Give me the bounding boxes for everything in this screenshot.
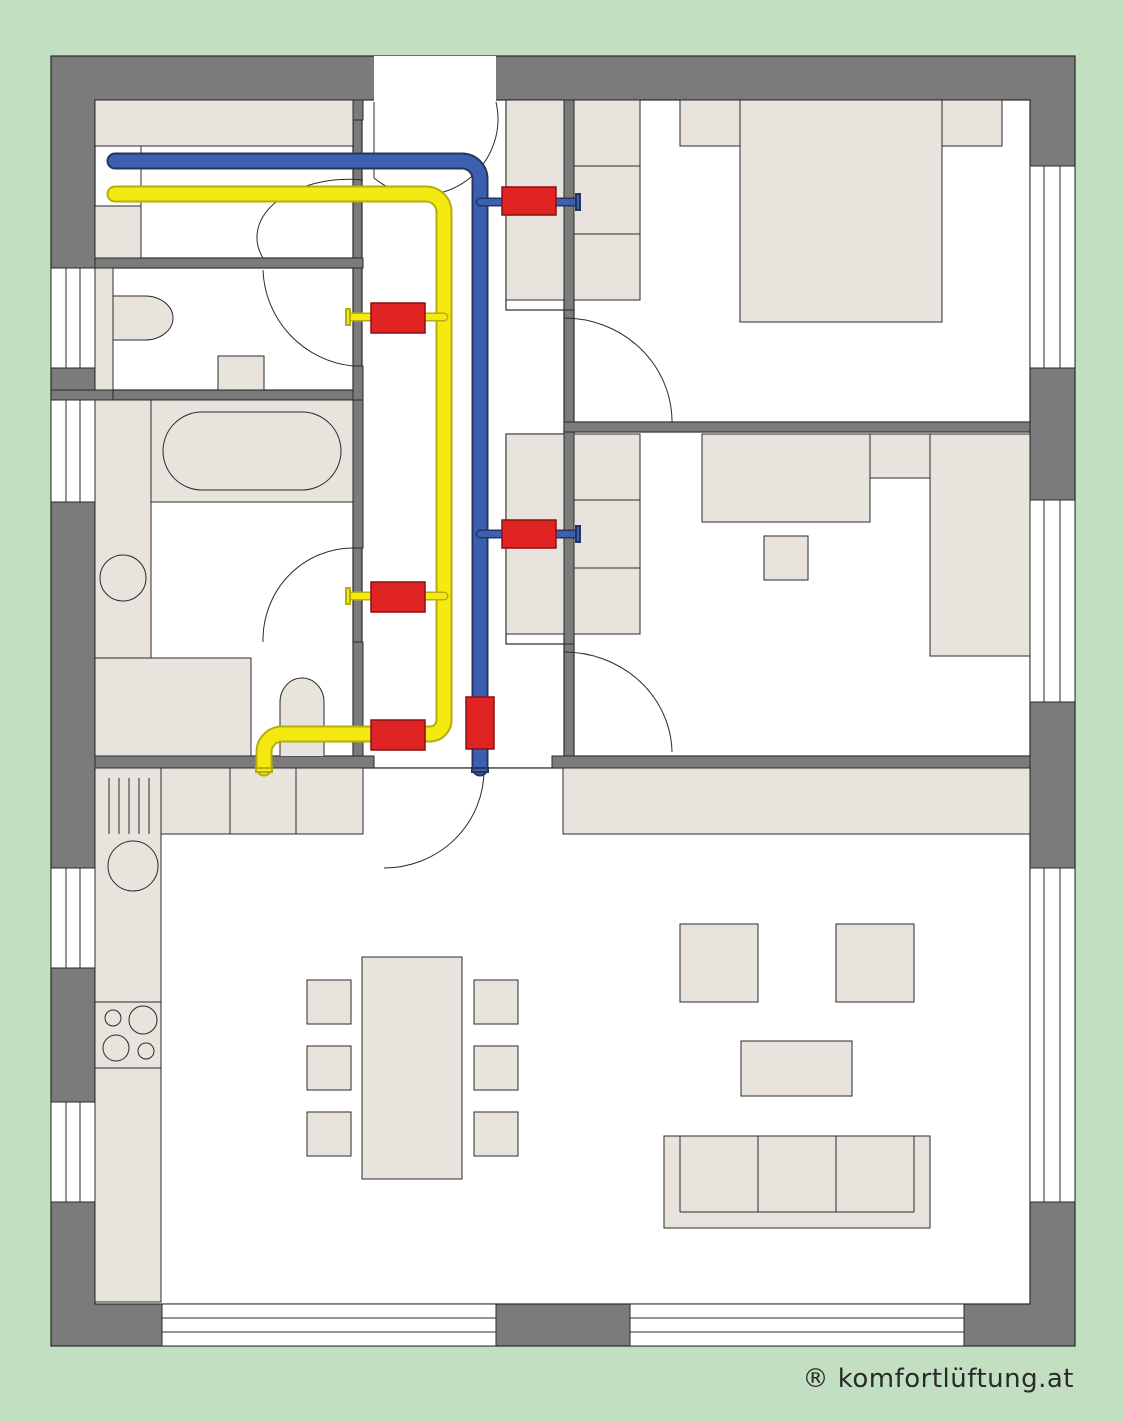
nightstand-left [679,99,741,147]
supply-terminal-living [471,767,489,773]
armchair-right [835,923,915,1003]
desk-shelf [869,433,931,479]
extract-terminal-kitchen [255,767,273,773]
supply-terminal-bed-1 [575,193,581,211]
furniture [94,99,1031,1303]
window-living-right [1029,867,1076,1203]
washing-machine [94,657,252,757]
cooktop-burner-3 [102,1034,130,1062]
bathtub-icon [162,411,342,491]
window-kitchen-2 [50,1101,96,1203]
armchair-left [679,923,759,1003]
copyright-notice: ® komfortlüftung.at [802,1364,1074,1394]
dining-table [361,956,463,1180]
copyright-text: komfortlüftung.at [837,1364,1074,1394]
kitchen-sink-icon [107,840,159,892]
storage-shelf-left [94,205,142,259]
desk-chair [763,535,809,581]
dining-chair-6 [473,1111,519,1157]
red-valve-box-bedroom-1 [501,186,557,216]
wall-wc-bath [50,389,114,401]
sofa [663,1135,931,1229]
entrance-opening [374,56,496,102]
extract-terminal-bath [345,587,351,605]
dining-chair-2 [306,1045,352,1091]
dining-chair-4 [473,979,519,1025]
extract-terminal-wc [345,308,351,326]
wall-corridor-left-1 [352,99,364,121]
coffee-table [740,1040,853,1097]
wall-corridor-left-3 [352,641,364,757]
red-valve-box-bath [370,581,426,613]
cooktop-burner-2 [128,1005,158,1035]
wardrobe-1b [573,99,641,301]
valve-boxes [370,186,557,751]
extract-terminals [255,308,351,773]
window-wc [50,267,96,369]
wall-bath-living [94,755,375,769]
red-valve-box-bedroom-2 [501,519,557,549]
kitchen-counter-top [160,767,364,835]
bathroom-counter [94,399,152,659]
toilet-icon [112,295,174,341]
dining-chair-3 [306,1111,352,1157]
wc-shelf [217,355,265,391]
dining-chair-1 [306,979,352,1025]
windows [50,165,1076,1347]
window-kitchen-1 [50,867,96,969]
dining-chair-5 [473,1045,519,1091]
registered-symbol: ® [802,1364,829,1394]
supply-terminal-bed-2 [575,525,581,543]
wall-storage-wc [94,257,364,269]
door-bedroom-2 [563,651,673,753]
window-bath [50,399,96,503]
window-bottom-right [629,1303,965,1347]
wc-tank [94,267,114,391]
door-living [383,769,485,869]
washbasin-icon [99,554,147,602]
desk [701,433,871,523]
door-bathroom [262,547,354,643]
wardrobe-2b [573,433,641,635]
bedroom-2-wardrobe [929,433,1031,657]
wall-bed-living [551,755,1031,769]
duct-terminals [471,193,581,773]
living-sideboard [562,767,1031,835]
sink-drainboard [108,778,150,834]
nightstand-right [941,99,1003,147]
window-bottom-left [161,1303,497,1347]
window-bedroom-2 [1029,499,1076,703]
cooktop-burner-4 [137,1042,155,1060]
cooktop-icon [104,1009,122,1027]
storage-shelf-top [94,99,354,147]
bed [739,99,943,323]
red-valve-box-living [465,696,495,750]
wall-corridor-left-4 [352,365,364,401]
red-valve-box-kitchen [370,719,426,751]
red-valve-box-wc [370,302,426,334]
wall-corridor-left-2 [352,399,364,549]
window-glazing-lines [65,166,1061,1333]
window-bedroom-1 [1029,165,1076,369]
door-wc [262,269,354,367]
wall-bed-bed [563,421,1031,433]
door-bedroom-1 [563,317,673,422]
toilet-2-icon [279,677,325,756]
